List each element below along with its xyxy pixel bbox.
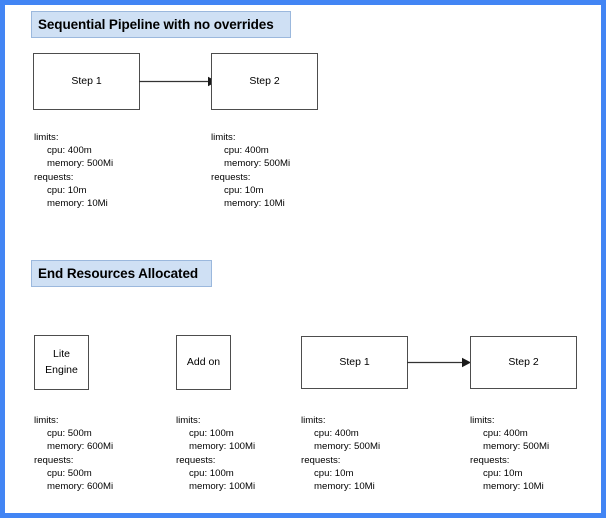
node-step-2-top[interactable]: Step 2 xyxy=(211,53,318,110)
limits-cpu: cpu: 400m xyxy=(224,145,269,157)
limits-label: limits: xyxy=(34,415,59,426)
limits-memory: memory: 500Mi xyxy=(47,158,114,170)
node-label-line-1: Lite xyxy=(53,347,70,360)
node-label: Step 2 xyxy=(508,355,539,368)
limits-memory: memory: 100Mi xyxy=(189,441,256,453)
requests-memory: memory: 10Mi xyxy=(47,198,108,210)
node-step-1-bottom[interactable]: Step 1 xyxy=(301,336,408,389)
limits-cpu: cpu: 500m xyxy=(47,428,92,440)
limits-cpu: cpu: 100m xyxy=(189,428,234,440)
requests-memory: memory: 10Mi xyxy=(224,198,285,210)
requests-label: requests: xyxy=(176,454,216,466)
node-lite-engine[interactable]: Lite Engine xyxy=(34,335,89,390)
diagram-inner: Sequential Pipeline with no overrides St… xyxy=(5,5,601,513)
node-label: Add on xyxy=(186,355,221,368)
limits-memory: memory: 500Mi xyxy=(314,441,381,453)
connector-step1-to-step2-top xyxy=(139,76,217,87)
limits-cpu: cpu: 400m xyxy=(47,145,92,157)
requests-cpu: cpu: 10m xyxy=(483,467,523,479)
spec-add-on: limits: cpu: 100m memory: 100Mi requests… xyxy=(176,414,255,493)
node-label: Step 2 xyxy=(249,74,280,87)
limits-memory: memory: 500Mi xyxy=(483,441,550,453)
requests-cpu: cpu: 500m xyxy=(47,467,92,479)
limits-label: limits: xyxy=(470,415,495,426)
limits-memory: memory: 600Mi xyxy=(47,441,114,453)
requests-label: requests: xyxy=(34,171,74,183)
requests-cpu: cpu: 10m xyxy=(47,184,87,196)
spec-lite-engine: limits: cpu: 500m memory: 600Mi requests… xyxy=(34,414,113,493)
requests-label: requests: xyxy=(211,171,251,183)
limits-label: limits: xyxy=(176,415,201,426)
spec-step-2-bottom: limits: cpu: 400m memory: 500Mi requests… xyxy=(470,414,549,493)
connector-step1-to-step2-bottom xyxy=(407,357,471,368)
node-add-on[interactable]: Add on xyxy=(176,335,231,390)
section-header-sequential-pipeline: Sequential Pipeline with no overrides xyxy=(31,11,291,38)
limits-cpu: cpu: 400m xyxy=(314,428,359,440)
limits-memory: memory: 500Mi xyxy=(224,158,291,170)
node-step-2-bottom[interactable]: Step 2 xyxy=(470,336,577,389)
spec-step-2-top: limits: cpu: 400m memory: 500Mi requests… xyxy=(211,131,290,210)
limits-label: limits: xyxy=(301,415,326,426)
node-label-line-2: Engine xyxy=(45,363,78,376)
requests-memory: memory: 10Mi xyxy=(314,481,375,493)
spec-step-1-top: limits: cpu: 400m memory: 500Mi requests… xyxy=(34,131,113,210)
limits-cpu: cpu: 400m xyxy=(483,428,528,440)
requests-cpu: cpu: 10m xyxy=(314,467,354,479)
node-step-1-top[interactable]: Step 1 xyxy=(33,53,140,110)
node-label: Step 1 xyxy=(339,355,370,368)
requests-memory: memory: 600Mi xyxy=(47,481,114,493)
section-header-end-resources-allocated: End Resources Allocated xyxy=(31,260,212,287)
spec-step-1-bottom: limits: cpu: 400m memory: 500Mi requests… xyxy=(301,414,380,493)
requests-memory: memory: 10Mi xyxy=(483,481,544,493)
requests-cpu: cpu: 100m xyxy=(189,467,234,479)
requests-label: requests: xyxy=(301,454,341,466)
requests-label: requests: xyxy=(34,454,74,466)
requests-label: requests: xyxy=(470,454,510,466)
limits-label: limits: xyxy=(34,132,59,143)
limits-label: limits: xyxy=(211,132,236,143)
node-label: Step 1 xyxy=(71,74,102,87)
requests-memory: memory: 100Mi xyxy=(189,481,256,493)
requests-cpu: cpu: 10m xyxy=(224,184,264,196)
